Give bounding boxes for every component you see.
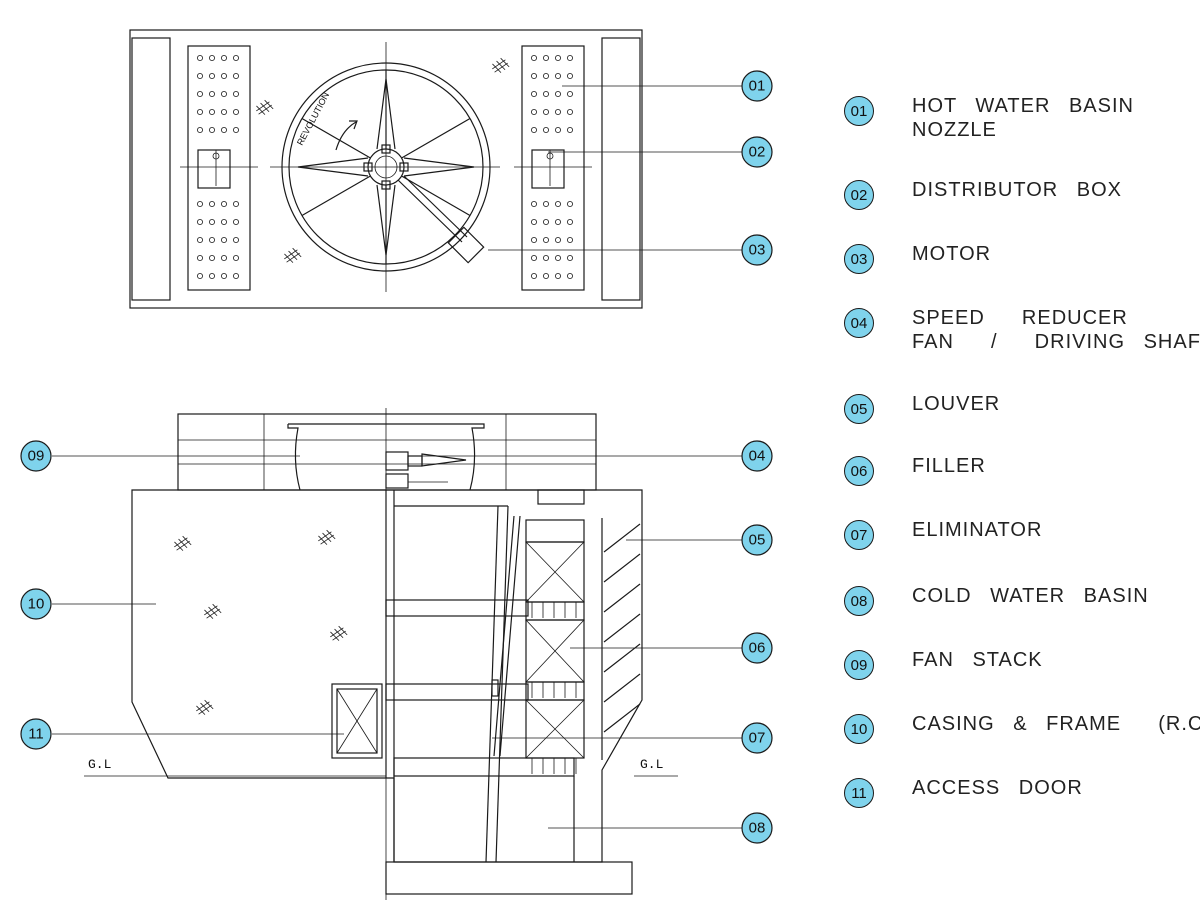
legend-label: DISTRIBUTOR BOX xyxy=(912,179,1122,201)
distributor-box-left xyxy=(180,149,258,189)
hot-water-basin-right xyxy=(521,45,585,291)
access-door-frame xyxy=(331,683,383,759)
filler-blocks xyxy=(525,519,585,774)
plan-outline xyxy=(129,29,643,309)
plan-right-strip xyxy=(601,37,641,301)
legend-item-06: 06 FILLER xyxy=(844,454,986,486)
callout-10: 10 xyxy=(20,588,52,620)
svg-text:08: 08 xyxy=(749,820,766,837)
callout-04: 04 xyxy=(741,440,773,472)
fan-stack-left xyxy=(287,424,301,491)
svg-text:04: 04 xyxy=(749,448,766,465)
legend-item-11: 11 ACCESS DOOR xyxy=(844,776,1083,808)
legend-item-07: 07 ELIMINATOR xyxy=(844,518,1042,550)
callout-01: 01 xyxy=(741,70,773,102)
legend-label: ELIMINATOR xyxy=(912,519,1043,541)
driving-shaft xyxy=(421,453,467,467)
legend-item-10: 10 CASING & FRAME (R.C) xyxy=(844,712,1200,744)
legend-item-09: 09 FAN STACK xyxy=(844,648,1043,680)
svg-text:07: 07 xyxy=(749,730,766,747)
legend-badge: 01 xyxy=(844,96,874,126)
callout-09: 09 xyxy=(20,440,52,472)
svg-text:10: 10 xyxy=(28,596,45,613)
callout-08: 08 xyxy=(741,812,773,844)
svg-text:02: 02 xyxy=(749,144,766,161)
nozzle-holes xyxy=(196,54,574,280)
legend-label: FILLER xyxy=(912,455,986,477)
callouts: 01 02 03 04 05 06 07 08 09 10 11 xyxy=(20,70,773,844)
callout-05: 05 xyxy=(741,524,773,556)
hatch-marks xyxy=(256,57,510,263)
rotation-label: REVOLUTION xyxy=(295,91,331,147)
legend-badge: 10 xyxy=(844,714,874,744)
callout-07: 07 xyxy=(741,722,773,754)
callout-02: 02 xyxy=(741,136,773,168)
louver-blades xyxy=(603,523,641,733)
legend-badge: 05 xyxy=(844,394,874,424)
svg-text:03: 03 xyxy=(749,242,766,259)
svg-text:11: 11 xyxy=(28,726,44,743)
legend-badge: 04 xyxy=(844,308,874,338)
ground-level-label-left: G.L xyxy=(88,757,111,772)
frame-beam-lower xyxy=(385,683,529,701)
rotation-arrow-head xyxy=(349,120,358,130)
legend-label: LOUVER xyxy=(912,393,1001,415)
svg-text:06: 06 xyxy=(749,640,766,657)
legend-badge: 11 xyxy=(844,778,874,808)
legend-label: FAN STACK xyxy=(912,649,1043,671)
svg-text:01: 01 xyxy=(749,78,766,95)
base-slab xyxy=(385,861,633,895)
legend-badge: 06 xyxy=(844,456,874,486)
casing-outline xyxy=(131,489,643,863)
plan-left-strip xyxy=(131,37,171,301)
legend-label: HOT WATER BASIN xyxy=(912,95,1134,117)
svg-text:05: 05 xyxy=(749,532,766,549)
legend-badge: 03 xyxy=(844,244,874,274)
legend-item-08: 08 COLD WATER BASIN xyxy=(844,584,1149,616)
legend-label: FAN / DRIVING SHAFT xyxy=(912,331,1200,353)
legend-item-02: 02 DISTRIBUTOR BOX xyxy=(844,178,1122,210)
legend-label: CASING & FRAME (R.C) xyxy=(912,713,1200,735)
eliminator xyxy=(493,515,515,757)
legend-label: ACCESS DOOR xyxy=(912,777,1083,799)
access-door xyxy=(336,688,378,754)
callout-11: 11 xyxy=(20,718,52,750)
svg-text:09: 09 xyxy=(28,448,45,465)
legend-item-03: 03 MOTOR xyxy=(844,242,991,274)
fan-stack-right xyxy=(288,423,485,491)
distributor-box-right xyxy=(514,149,592,189)
rotation-arrow xyxy=(335,121,357,151)
legend-item-05: 05 LOUVER xyxy=(844,392,1000,424)
legend-badge: 09 xyxy=(844,650,874,680)
legend-label: MOTOR xyxy=(912,243,992,265)
elevation-view: G.L G.L xyxy=(84,408,678,900)
ground-level-label-right: G.L xyxy=(640,757,663,772)
hot-water-basin-left xyxy=(187,45,251,291)
legend-label: NOZZLE xyxy=(912,119,997,141)
frame-beam-upper xyxy=(385,599,529,617)
legend-label: COLD WATER BASIN xyxy=(912,585,1149,607)
speed-reducer xyxy=(385,451,409,471)
callout-06: 06 xyxy=(741,632,773,664)
legend-badge: 02 xyxy=(844,180,874,210)
motor-plan xyxy=(447,226,485,264)
callout-03: 03 xyxy=(741,234,773,266)
plan-view: REVOLUTION xyxy=(129,29,643,309)
legend-badge: 08 xyxy=(844,586,874,616)
fan-assembly: REVOLUTION xyxy=(270,42,500,292)
basin-curb xyxy=(393,757,575,777)
legend-label: SPEED REDUCER xyxy=(912,307,1128,329)
legend-badge: 07 xyxy=(844,520,874,550)
